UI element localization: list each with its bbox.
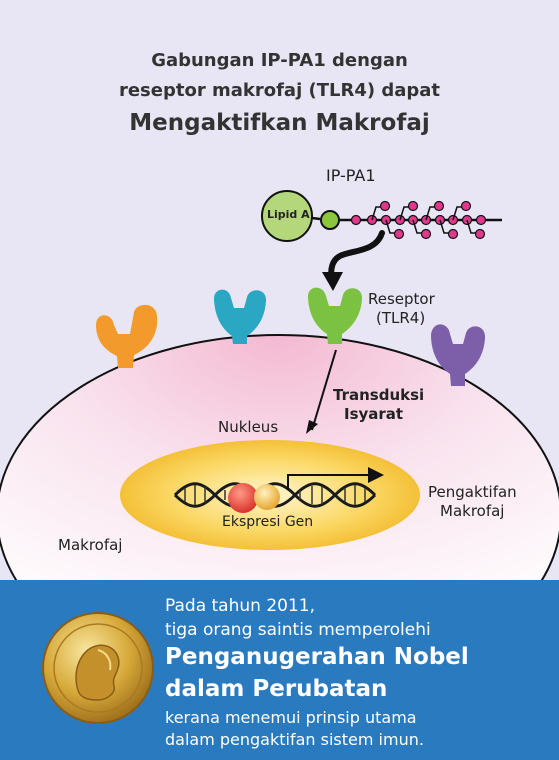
nucleus-label: Nukleus [218,418,279,436]
receptor-orange [96,304,158,368]
binding-arrowhead [322,272,343,291]
receptor-label-2: (TLR4) [376,309,426,327]
receptor-teal [213,289,267,344]
signal-label-2: Isyarat [344,405,404,423]
receptor-purple [431,324,486,386]
binding-arrow [328,230,385,281]
signal-transduction-arrow [311,349,337,431]
gene-expression-label: Ekspresi Gen [222,514,314,530]
signal-label-1: Transduksi [333,386,425,404]
ippa1-molecule [261,190,502,242]
banner-line-1: Pada tahun 2011, [165,596,315,616]
activation-label-2: Makrofaj [440,502,505,520]
transcription-arrow [287,467,384,490]
banner-line-2: tiga orang saintis memperolehi [165,620,431,640]
lipid-a-icon [261,190,313,242]
title-line-3: Mengaktifkan Makrofaj [129,110,430,136]
banner-line-6: dalam pengaktifan sistem imun. [165,730,424,749]
title-line-1: Gabungan IP-PA1 dengan [151,50,408,71]
ippa1-label: IP-PA1 [326,166,376,185]
receptor-green [307,287,363,344]
nobel-medal-icon [42,612,154,724]
transcription-factor-yellow [254,484,280,510]
macrophage-label: Makrofaj [58,536,123,554]
signal-arrowhead [306,420,318,434]
banner-line-4: dalam Perubatan [165,676,388,702]
banner-line-3: Penganugerahan Nobel [165,644,469,670]
receptor-label-1: Reseptor [368,290,435,308]
title-line-2: reseptor makrofaj (TLR4) dapat [118,80,441,101]
banner-line-5: kerana menemui prinsip utama [165,708,417,727]
lipid-a-label: Lipid A [267,208,310,221]
transcription-factor-red [228,483,258,513]
activation-label-1: Pengaktifan [428,483,517,501]
